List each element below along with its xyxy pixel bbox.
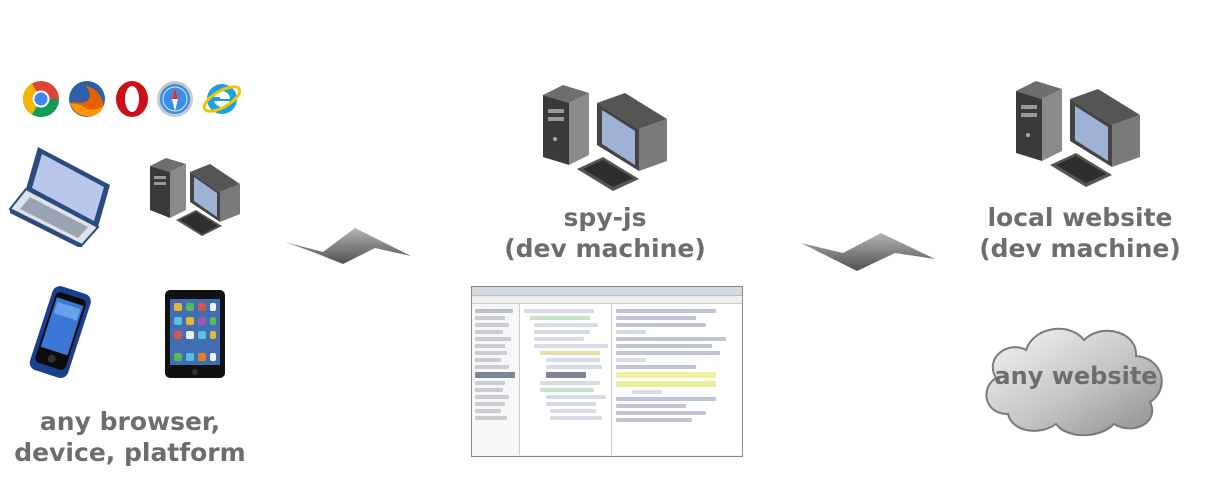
- cloud-icon: [985, 327, 1163, 437]
- center-label-line1: spy-js: [563, 203, 647, 232]
- left-label-line2: device, platform: [14, 438, 246, 467]
- center-label-line2: (dev machine): [504, 234, 706, 263]
- screenshot-event-list: [472, 304, 520, 455]
- lightning-connector-left: [285, 228, 411, 264]
- tablet-icon: [165, 290, 225, 378]
- spyjs-computer-icon: [543, 85, 667, 191]
- left-label: any browser, device, platform: [0, 406, 260, 468]
- screenshot-code-editor: [612, 304, 742, 455]
- screenshot-toolbar: [472, 296, 742, 304]
- chrome-icon: [22, 81, 60, 118]
- safari-icon: [157, 81, 193, 117]
- laptop-icon: [8, 147, 110, 247]
- opera-icon: [116, 81, 148, 117]
- left-label-line1: any browser,: [39, 407, 221, 436]
- screenshot-call-tree: [520, 304, 612, 455]
- ie-icon: [202, 84, 242, 114]
- desktop-icon: [150, 158, 240, 236]
- right-label-line2: (dev machine): [979, 234, 1181, 263]
- local-website-computer-icon: [1016, 81, 1140, 187]
- spyjs-ui-screenshot: [471, 286, 743, 457]
- right-label-line1: local website: [987, 203, 1173, 232]
- lightning-connector-right: [801, 233, 935, 271]
- browser-icons-row: [22, 81, 242, 118]
- smartphone-icon: [29, 286, 91, 378]
- firefox-icon: [69, 81, 105, 117]
- screenshot-titlebar: [472, 287, 742, 296]
- center-label: spy-js (dev machine): [480, 202, 730, 264]
- cloud-label: any website: [994, 362, 1158, 390]
- right-label: local website (dev machine): [960, 202, 1200, 264]
